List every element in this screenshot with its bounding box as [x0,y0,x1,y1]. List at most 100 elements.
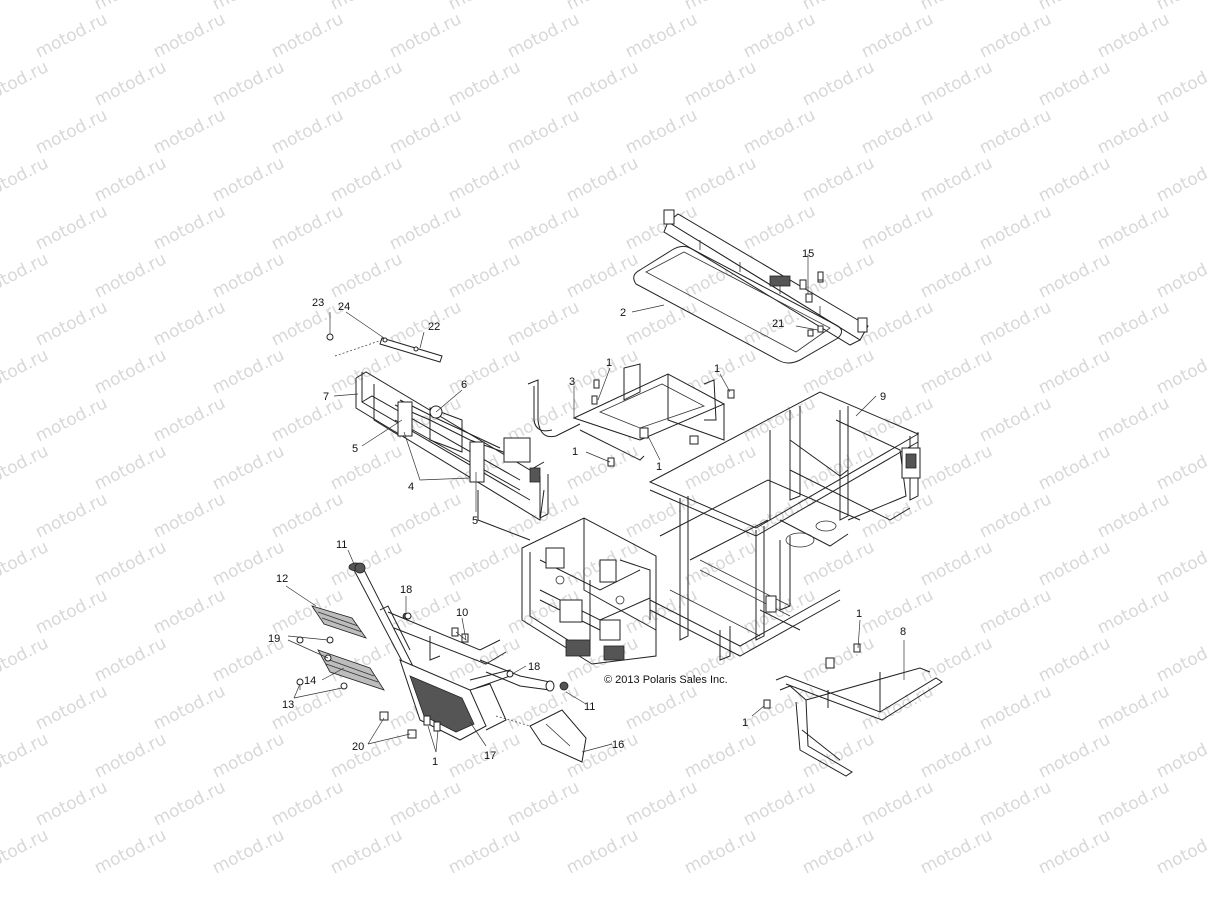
watermark-text: motod.ru [681,537,760,590]
callout-5: 5 [472,515,478,527]
watermark-text: motod.ru [268,297,347,350]
watermark-text: motod.ru [504,777,583,830]
watermark-text: motod.ru [622,105,701,158]
copyright-notice: © 2013 Polaris Sales Inc. [604,674,728,686]
watermark-text: motod.ru [32,777,111,830]
watermark-text: motod.ru [1153,729,1209,782]
watermark-text: motod.ru [563,825,642,878]
watermark-text: motod.ru [681,729,760,782]
part-seat-base [527,363,735,467]
part-main-chassis [648,391,921,661]
callout-11: 11 [336,539,347,551]
watermark-text: motod.ru [268,393,347,446]
watermark-text: motod.ru [1094,9,1173,62]
watermark-text: motod.ru [1153,441,1209,494]
watermark-text: motod.ru [1094,393,1173,446]
watermark-text: motod.ru [681,57,760,110]
watermark-text: motod.ru [150,105,229,158]
watermark-text: motod.ru [976,201,1055,254]
part-rear-bumper [763,643,943,777]
watermark-text: motod.ru [976,777,1055,830]
watermark-text: motod.ru [386,201,465,254]
watermark-text: motod.ru [976,585,1055,638]
watermark-text: motod.ru [917,57,996,110]
watermark-text: motod.ru [150,777,229,830]
watermark-text: motod.ru [1035,633,1114,686]
watermark-text: motod.ru [681,441,760,494]
callout-18: 18 [400,584,412,596]
watermark-text: motod.ru [0,825,52,878]
watermark-text: motod.ru [32,393,111,446]
watermark-text: motod.ru [504,201,583,254]
watermark-text: motod.ru [1153,57,1209,110]
watermark-text: motod.ru [799,57,878,110]
callout-18: 18 [528,661,540,673]
watermark-text: motod.ru [150,393,229,446]
callout-24: 24 [338,301,350,313]
callout-7: 7 [323,391,329,403]
watermark-text: motod.ru [209,441,288,494]
watermark-text: motod.ru [209,249,288,302]
watermark-text: motod.ru [799,633,878,686]
callout-16: 16 [612,739,624,751]
watermark-text: motod.ru [917,825,996,878]
callout-4: 4 [408,481,414,493]
watermark-text: motod.ru [445,249,524,302]
watermark-text: motod.ru [268,105,347,158]
watermark-text: motod.ru [858,393,937,446]
callout-1: 1 [856,608,862,620]
watermark-text: motod.ru [1153,633,1209,686]
callout-12: 12 [276,573,288,585]
watermark-text: motod.ru [858,777,937,830]
watermark-text: motod.ru [445,537,524,590]
watermark-text: motod.ru [1035,537,1114,590]
watermark-text: motod.ru [799,441,878,494]
callout-14: 14 [304,675,316,687]
callout-11: 11 [584,701,595,713]
watermark-text: motod.ru [0,441,52,494]
watermark-text: motod.ru [622,9,701,62]
watermark-text: motod.ru [1153,345,1209,398]
watermark-text: motod.ru [91,729,170,782]
watermark-text: motod.ru [445,633,524,686]
part-front-frame [521,517,657,665]
watermark-text: motod.ru [209,345,288,398]
watermark-text: motod.ru [563,345,642,398]
watermark-text: motod.ru [32,297,111,350]
part-dash-frame [355,371,549,541]
watermark-text: motod.ru [917,441,996,494]
watermark-text: motod.ru [740,393,819,446]
watermark-text: motod.ru [976,489,1055,542]
watermark-text: motod.ru [0,345,52,398]
watermark-text: motod.ru [858,9,937,62]
watermark-text: motod.ru [976,393,1055,446]
watermark-text: motod.ru [268,9,347,62]
watermark-text: motod.ru [209,57,288,110]
watermark-text: motod.ru [622,777,701,830]
watermark-text: motod.ru [1035,345,1114,398]
watermark-text: motod.ru [327,249,406,302]
watermark-text: motod.ru [563,153,642,206]
part-skid-plate [495,709,587,763]
watermark-text: motod.ru [32,585,111,638]
watermark-text: motod.ru [91,57,170,110]
watermark-text: motod.ru [858,297,937,350]
watermark-text: motod.ru [386,777,465,830]
watermark-text: motod.ru [91,633,170,686]
callout-1: 1 [432,756,438,768]
callout-labels: 1 1 1 1 1 1 1 2 3 4 5 5 6 7 8 9 10 11 11… [268,248,906,768]
watermark-text: motod.ru [91,441,170,494]
watermark-text: motod.ru [0,633,52,686]
watermark-text: motod.ru [327,57,406,110]
watermark-text: motod.ru [1094,585,1173,638]
watermark-text: motod.ru [445,345,524,398]
watermark-text: motod.ru [504,9,583,62]
watermark-text: motod.ru [1094,489,1173,542]
watermark-text: motod.ru [976,9,1055,62]
watermark-text: motod.ru [209,729,288,782]
watermark-text: motod.ru [150,585,229,638]
part-front-bumper [348,562,555,741]
watermark-text: motod.ru [917,537,996,590]
watermark-text: motod.ru [1153,153,1209,206]
